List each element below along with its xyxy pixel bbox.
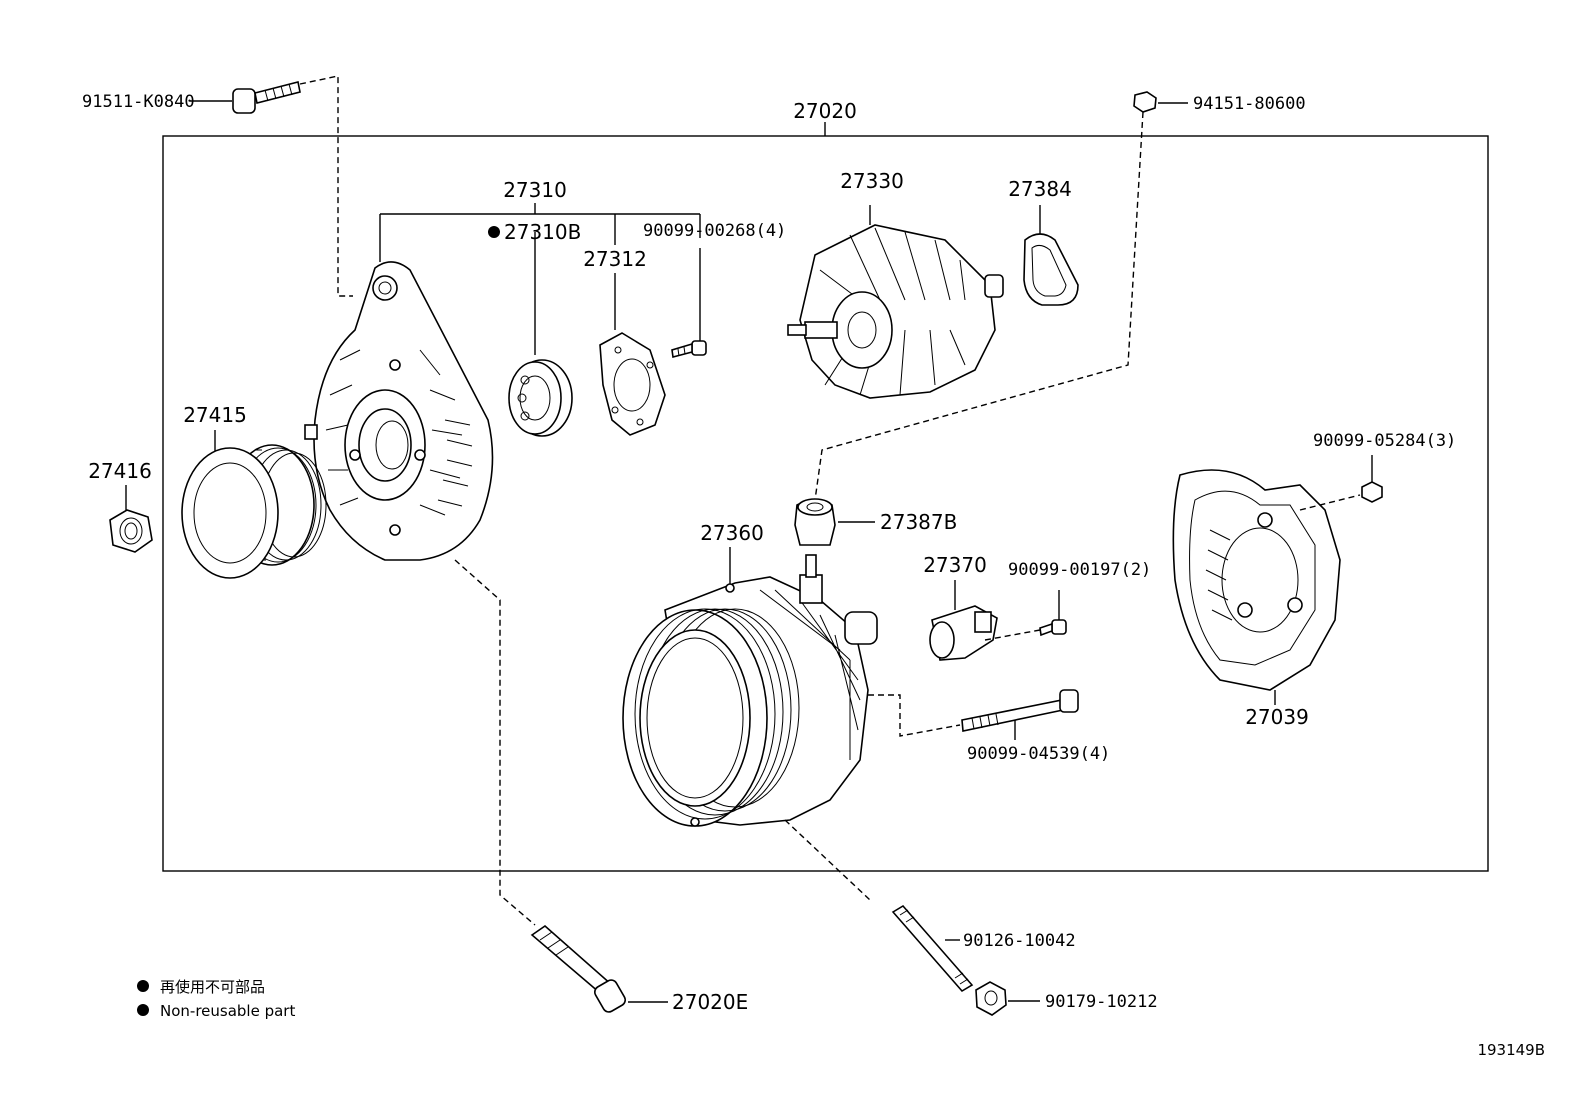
label-pulley-nut: 27416	[88, 459, 152, 483]
label-regulator: 27370	[923, 553, 987, 577]
label-bearing-nonreusable: 27310B	[504, 220, 581, 244]
insulator-27384[interactable]	[1023, 205, 1079, 306]
label-nut-bottom: 90179-10212	[1045, 992, 1158, 1012]
label-nut-rear-cover: 90099-05284(3)	[1313, 431, 1456, 451]
nonreusable-dot-icon	[488, 226, 500, 238]
front-bracket[interactable]	[304, 261, 494, 561]
bolt-90099-04539[interactable]	[961, 689, 1079, 740]
retainer-27312[interactable]	[599, 332, 666, 436]
legend-dot-icon	[137, 1004, 149, 1016]
screw-90099-00197[interactable]	[1039, 590, 1067, 637]
rotor-27330[interactable]	[787, 205, 1004, 399]
nut-90099-05284[interactable]	[1361, 455, 1383, 503]
nut-90179-10212[interactable]	[975, 981, 1040, 1016]
stator-frame-27360[interactable]	[622, 547, 878, 827]
label-bolt-bottom: 27020E	[672, 990, 748, 1014]
terminal-insulator-27387b[interactable]	[794, 498, 875, 546]
label-insulator: 27384	[1008, 177, 1072, 201]
diagram-id: 193149B	[1477, 1041, 1545, 1059]
bearing-27310b[interactable]	[508, 359, 573, 437]
label-rotor: 27330	[840, 169, 904, 193]
legend-line-en: Non-reusable part	[160, 1002, 295, 1020]
rear-cover-27039[interactable]	[1172, 469, 1341, 705]
bolt-91511-k0840[interactable]	[190, 81, 301, 114]
legend: 再使用不可部品 Non-reusable part	[137, 978, 295, 1020]
label-screw-retainer: 90099-00268(4)	[643, 221, 786, 241]
label-stator-frame: 27360	[700, 521, 764, 545]
legend-line-jp: 再使用不可部品	[160, 978, 265, 996]
label-through-bolt: 90099-04539(4)	[967, 744, 1110, 764]
label-terminal-insulator: 27387B	[880, 510, 957, 534]
label-bracket-group: 27310	[503, 178, 567, 202]
label-bolt-top-left: 91511-K0840	[82, 92, 195, 112]
label-pulley: 27415	[183, 403, 247, 427]
nut-27416[interactable]	[109, 485, 153, 553]
label-retainer: 27312	[583, 247, 647, 271]
label-nut-top-right: 94151-80600	[1193, 94, 1306, 114]
screw-90099-00268[interactable]	[671, 340, 707, 359]
label-assembly: 27020	[793, 99, 857, 123]
nut-94151-80600[interactable]	[1133, 91, 1188, 113]
label-rear-cover: 27039	[1245, 705, 1309, 729]
bolt-27020e[interactable]	[530, 924, 668, 1014]
pulley-27415[interactable]	[181, 430, 327, 579]
legend-dot-icon	[137, 980, 149, 992]
label-screw-regulator: 90099-00197(2)	[1008, 560, 1151, 580]
regulator-27370[interactable]	[929, 580, 998, 661]
stud-bolt-90126-10042[interactable]	[891, 904, 974, 993]
label-stud-bolt: 90126-10042	[963, 931, 1076, 951]
